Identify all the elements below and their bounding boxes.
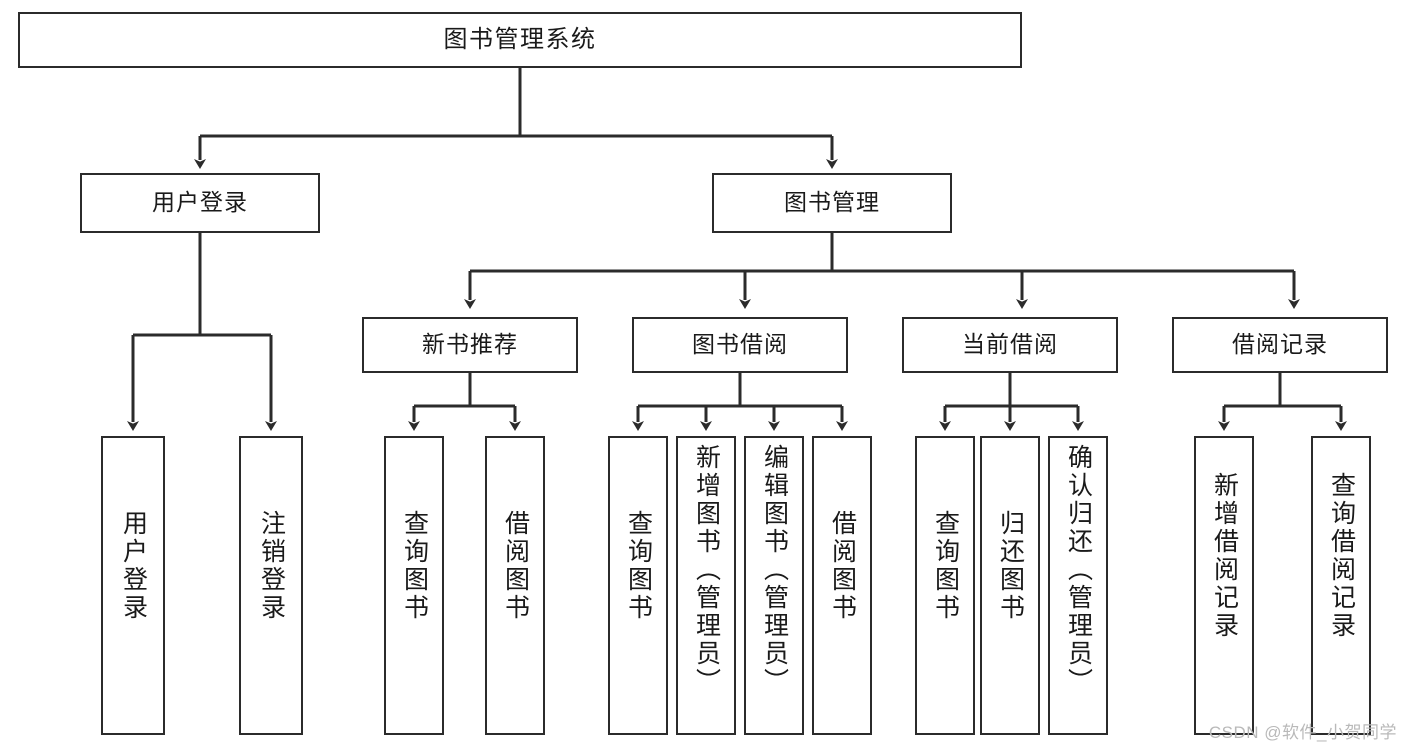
- node-label: 借阅图书: [501, 510, 530, 622]
- node-borrow-record[interactable]: 借阅记录: [1172, 317, 1388, 373]
- leaf-user-login[interactable]: 用户登录: [101, 436, 165, 735]
- watermark-text: CSDN @软件_小贺同学: [1208, 723, 1397, 742]
- node-label: 查询图书: [400, 510, 429, 622]
- leaf-confirm-return-admin[interactable]: 确认归还（管理员）: [1048, 436, 1108, 735]
- leaf-query-book-borrow[interactable]: 查询图书: [608, 436, 668, 735]
- node-label: 新增图书（管理员）: [692, 444, 721, 696]
- node-label: 当前借阅: [962, 331, 1058, 358]
- node-label: 借阅图书: [828, 510, 857, 622]
- leaf-return-book[interactable]: 归还图书: [980, 436, 1040, 735]
- node-label: 注销登录: [257, 510, 286, 622]
- leaf-edit-book-admin[interactable]: 编辑图书（管理员）: [744, 436, 804, 735]
- node-label: 图书管理: [784, 189, 880, 216]
- node-book-management[interactable]: 图书管理: [712, 173, 952, 233]
- leaf-logout[interactable]: 注销登录: [239, 436, 303, 735]
- node-label: 借阅记录: [1232, 331, 1328, 358]
- node-label: 用户登录: [152, 189, 248, 216]
- leaf-borrow-book-new[interactable]: 借阅图书: [485, 436, 545, 735]
- node-label: 编辑图书（管理员）: [760, 444, 789, 696]
- node-label: 查询图书: [624, 510, 653, 622]
- node-label: 确认归还（管理员）: [1064, 444, 1093, 696]
- node-label: 新书推荐: [422, 331, 518, 358]
- node-new-book-recommend[interactable]: 新书推荐: [362, 317, 578, 373]
- leaf-add-borrow-record[interactable]: 新增借阅记录: [1194, 436, 1254, 735]
- node-label: 新增借阅记录: [1210, 472, 1239, 640]
- node-label: 图书借阅: [692, 331, 788, 358]
- node-label: 图书管理系统: [443, 25, 597, 53]
- node-label: 用户登录: [119, 510, 148, 622]
- node-label: 查询借阅记录: [1327, 472, 1356, 640]
- leaf-add-book-admin[interactable]: 新增图书（管理员）: [676, 436, 736, 735]
- node-root-system[interactable]: 图书管理系统: [18, 12, 1022, 68]
- node-label: 查询图书: [931, 510, 960, 622]
- node-book-borrow[interactable]: 图书借阅: [632, 317, 848, 373]
- node-label: 归还图书: [996, 510, 1025, 622]
- leaf-query-book-current[interactable]: 查询图书: [915, 436, 975, 735]
- leaf-query-book-new[interactable]: 查询图书: [384, 436, 444, 735]
- node-user-login[interactable]: 用户登录: [80, 173, 320, 233]
- leaf-borrow-book[interactable]: 借阅图书: [812, 436, 872, 735]
- leaf-query-borrow-record[interactable]: 查询借阅记录: [1311, 436, 1371, 735]
- node-current-borrow[interactable]: 当前借阅: [902, 317, 1118, 373]
